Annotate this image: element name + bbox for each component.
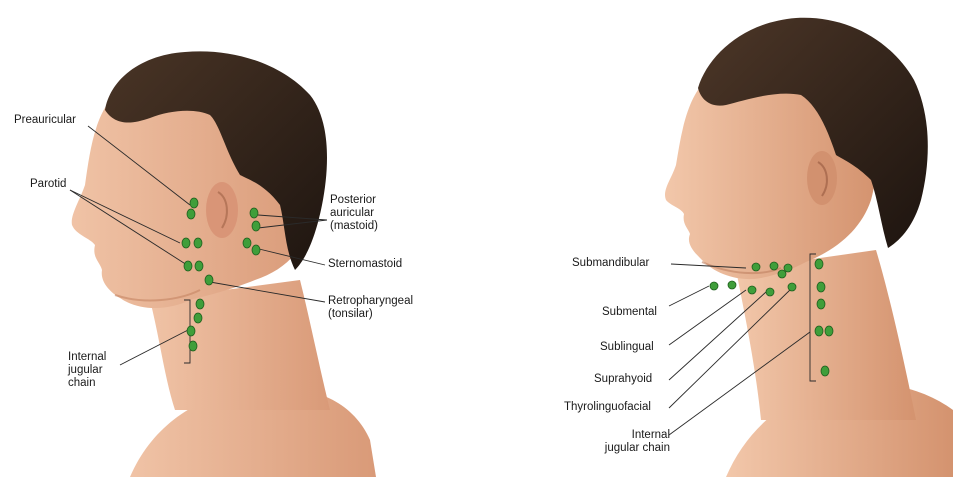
submandibular-node — [784, 264, 792, 272]
internal-jugular-node — [821, 366, 829, 376]
right-ear — [807, 151, 837, 205]
suprahyoid-node — [766, 288, 774, 296]
preauricular-node — [187, 209, 195, 219]
label-internal-jugular-chain-right: Internal jugular chain — [584, 429, 670, 455]
internal-jugular-node — [194, 313, 202, 323]
sternomastoid-node — [243, 238, 251, 248]
submandibular-node — [778, 270, 786, 278]
label-posterior-auricular: Posterior auricular (mastoid) — [330, 194, 378, 233]
label-suprahyoid: Suprahyoid — [594, 373, 652, 386]
submental-node — [728, 281, 736, 289]
internal-jugular-node — [815, 326, 823, 336]
internal-jugular-node — [817, 299, 825, 309]
submental-node — [710, 282, 718, 290]
label-parotid: Parotid — [30, 178, 66, 191]
internal-jugular-node — [817, 282, 825, 292]
label-preauricular: Preauricular — [14, 114, 76, 127]
left-head-drawing — [0, 0, 476, 477]
internal-jugular-node — [187, 326, 195, 336]
left-ear — [206, 182, 238, 238]
submandibular-node — [770, 262, 778, 270]
left-head-illustration: Preauricular Parotid Posterior auricular… — [0, 0, 476, 477]
thyrolinguofacial-node — [788, 283, 796, 291]
internal-jugular-node — [189, 341, 197, 351]
parotid-node — [182, 238, 190, 248]
label-submandibular: Submandibular — [572, 257, 649, 270]
sternomastoid-node — [252, 245, 260, 255]
label-sternomastoid: Sternomastoid — [328, 258, 402, 271]
right-head-drawing — [476, 0, 953, 477]
posterior-auricular-node — [250, 208, 258, 218]
internal-jugular-node — [196, 299, 204, 309]
preauricular-node — [190, 198, 198, 208]
submandibular-node — [752, 263, 760, 271]
label-submental: Submental — [602, 306, 657, 319]
retropharyngeal-node — [205, 275, 213, 285]
parotid-node — [195, 261, 203, 271]
label-thyrolinguofacial: Thyrolinguofacial — [564, 401, 651, 414]
internal-jugular-node — [815, 259, 823, 269]
label-sublingual: Sublingual — [600, 341, 654, 354]
posterior-auricular-node — [252, 221, 260, 231]
right-head-illustration: Submandibular Submental Sublingual Supra… — [476, 0, 953, 477]
parotid-node — [184, 261, 192, 271]
parotid-node — [194, 238, 202, 248]
internal-jugular-node — [825, 326, 833, 336]
label-retropharyngeal: Retropharyngeal (tonsilar) — [328, 295, 413, 321]
label-internal-jugular-chain: Internal jugular chain — [68, 351, 106, 390]
sublingual-node — [748, 286, 756, 294]
